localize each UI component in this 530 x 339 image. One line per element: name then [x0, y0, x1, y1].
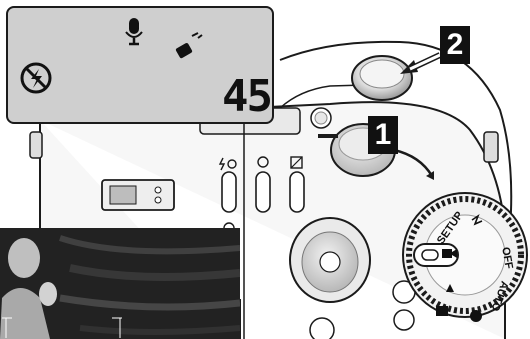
strap-lug-right: [484, 132, 498, 162]
flash-off-icon: [22, 64, 50, 92]
callout-step-1: 1: [368, 116, 398, 154]
microphone-icon: [126, 18, 142, 44]
camera-icon: [436, 306, 448, 316]
frame-counter: 45: [222, 75, 271, 119]
movie-mode-icon: [442, 249, 457, 258]
movie-preview-image: [0, 228, 240, 339]
memo-icon: [470, 310, 482, 322]
strap-lug-left: [30, 132, 42, 158]
movie-record-icon: [175, 33, 202, 59]
monitor-movie-preview: [0, 228, 240, 339]
callout-step-2: 2: [440, 26, 470, 64]
lcd-data-panel: 45: [6, 6, 274, 124]
